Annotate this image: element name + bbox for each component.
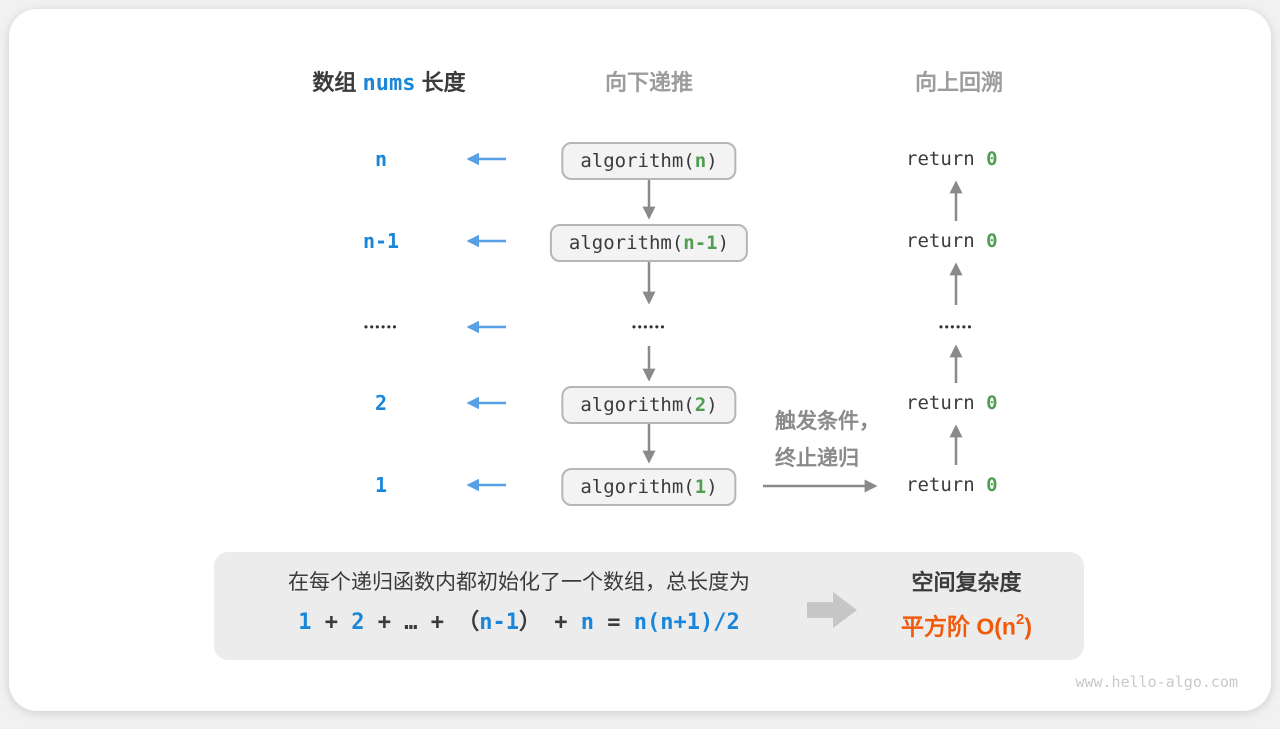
return-statement-2: return 0 xyxy=(906,389,998,417)
length-label-1: 1 xyxy=(374,473,388,497)
ellipsis-left: •••••• xyxy=(363,320,399,334)
ellipsis-middle: •••••• xyxy=(631,320,667,334)
formula-op: + xyxy=(364,610,405,635)
return-text: return xyxy=(906,148,987,170)
summary-panel xyxy=(214,552,1084,660)
formula-term: n-1 xyxy=(479,610,520,635)
call-text: algorithm( xyxy=(580,150,695,172)
formula-paren: ） xyxy=(519,610,542,635)
return-statement-n-1: return 0 xyxy=(906,227,998,255)
length-label-2: 2 xyxy=(374,391,388,415)
return-text: return xyxy=(906,392,987,414)
column-header-backtrack: 向上回溯 xyxy=(914,70,1003,95)
trigger-line-2: 终止递归 xyxy=(775,447,859,470)
call-box-algorithm-n-1: algorithm(n-1) xyxy=(549,224,749,262)
call-text: algorithm( xyxy=(580,476,695,498)
formula-term: n xyxy=(580,610,595,635)
formula-op: + xyxy=(541,610,581,635)
return-value: 0 xyxy=(986,474,998,496)
call-text-close: ) xyxy=(706,150,718,172)
call-text: algorithm( xyxy=(580,394,695,416)
return-text: return xyxy=(906,474,987,496)
formula-op: + xyxy=(417,610,458,635)
watermark-url: www.hello-algo.com xyxy=(1075,673,1238,691)
formula-term: 1 xyxy=(298,610,312,635)
summary-description: 在每个递归函数内都初始化了一个数组，总长度为 xyxy=(288,571,750,594)
call-arg: n-1 xyxy=(683,232,718,254)
call-text: algorithm( xyxy=(568,232,684,254)
array-label-post: 长度 xyxy=(415,70,466,95)
length-label-n: n xyxy=(374,147,388,171)
array-code-nums: nums xyxy=(362,71,416,96)
call-box-algorithm-n: algorithm(n) xyxy=(561,142,737,180)
trigger-condition-note: 触发条件， 终止递归 xyxy=(775,403,880,477)
formula-result: n(n+1)/2 xyxy=(633,610,740,635)
call-box-algorithm-1: algorithm(1) xyxy=(561,468,737,506)
column-header-descend: 向下递推 xyxy=(604,70,693,95)
formula-op: + xyxy=(311,610,352,635)
formula-equals: = xyxy=(594,610,634,635)
trigger-line-1: 触发条件， xyxy=(775,410,880,433)
return-value: 0 xyxy=(986,230,998,252)
formula-ellipsis: … xyxy=(404,610,418,635)
summary-formula: 1 + 2 + … + （n-1） + n = n(n+1)/2 xyxy=(214,606,824,640)
complexity-post: ) xyxy=(1024,613,1032,640)
formula-paren: （ xyxy=(457,610,480,635)
call-text-close: ) xyxy=(706,476,718,498)
call-text-close: ) xyxy=(717,232,730,254)
return-statement-n: return 0 xyxy=(906,145,998,173)
complexity-exponent: 2 xyxy=(1015,611,1025,628)
return-value: 0 xyxy=(986,148,998,170)
complexity-pre: 平方阶 O(n xyxy=(900,613,1016,640)
return-value: 0 xyxy=(986,392,998,414)
call-arg: n xyxy=(694,150,707,172)
column-header-array-length: 数组 nums 长度 xyxy=(259,69,519,97)
ellipsis-right: •••••• xyxy=(938,320,974,334)
call-arg: 1 xyxy=(694,476,707,498)
call-box-algorithm-2: algorithm(2) xyxy=(561,386,737,424)
array-label-pre: 数组 xyxy=(312,70,363,95)
length-label-n-1: n-1 xyxy=(362,229,400,253)
return-text: return xyxy=(906,230,987,252)
call-text-close: ) xyxy=(706,394,718,416)
complexity-value: 平方阶 O(n2) xyxy=(854,606,1079,640)
return-statement-1: return 0 xyxy=(906,471,998,499)
diagram-card: 数组 nums 长度 向下递推 向上回溯 n algorithm(n) retu… xyxy=(9,9,1271,711)
complexity-title: 空间复杂度 xyxy=(911,570,1022,595)
formula-term: 2 xyxy=(351,610,365,635)
call-arg: 2 xyxy=(694,394,707,416)
